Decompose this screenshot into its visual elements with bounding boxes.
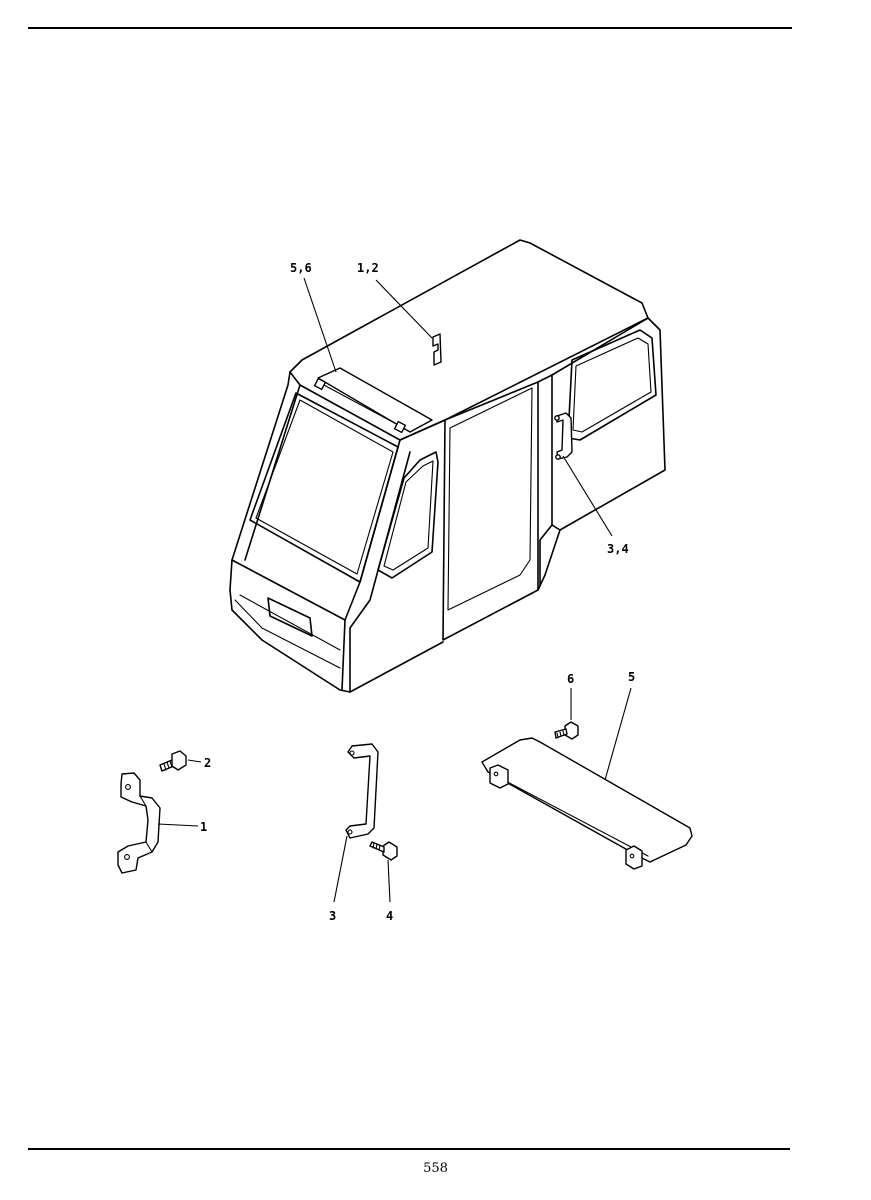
callout-6: 6 xyxy=(567,672,574,686)
part-4-bolt xyxy=(369,841,398,861)
part-3-handle-rod xyxy=(345,743,379,839)
top-rule xyxy=(28,27,792,29)
callout-2: 2 xyxy=(204,756,211,770)
callout-1: 1 xyxy=(200,820,207,834)
part-1-grab-handle xyxy=(117,772,161,874)
side-window-front xyxy=(377,451,439,579)
roof-bracket xyxy=(432,333,442,366)
callout-3: 3 xyxy=(329,909,336,923)
callout-5-6: 5,6 xyxy=(290,261,312,275)
callout-1-2: 1,2 xyxy=(357,261,379,275)
front-plate xyxy=(267,597,313,637)
leader-lines xyxy=(157,277,632,903)
cab-roof xyxy=(289,239,649,441)
cab-door-handle xyxy=(556,412,573,460)
operator-cab xyxy=(229,239,666,693)
callout-5: 5 xyxy=(628,670,635,684)
cab-door-opening xyxy=(442,381,539,641)
callout-3-4: 3,4 xyxy=(607,542,629,556)
part-6-bolt xyxy=(554,721,579,740)
cab-sun-visor xyxy=(317,367,433,433)
bottom-rule xyxy=(28,1148,790,1150)
part-5-sun-visor xyxy=(481,737,693,870)
page-number: 558 xyxy=(423,1161,448,1176)
part-2-bolt xyxy=(159,750,187,772)
rear-window xyxy=(567,329,657,441)
callout-4: 4 xyxy=(386,909,393,923)
